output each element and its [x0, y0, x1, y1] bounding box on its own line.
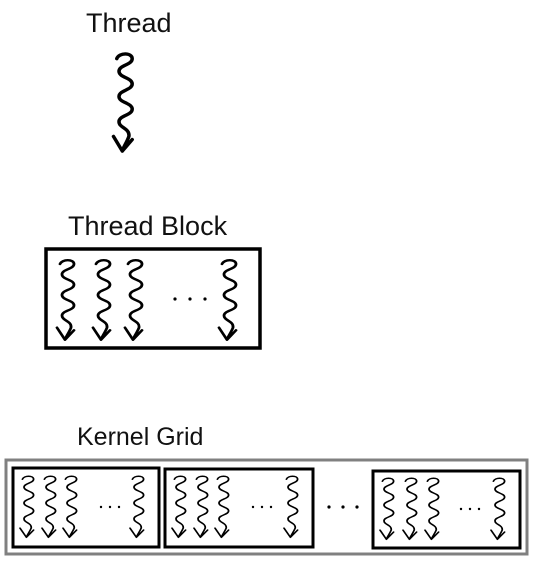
- ellipsis-icon: [99, 505, 121, 509]
- ellipsis-icon: [459, 507, 481, 511]
- grid-thread-block: [163, 467, 315, 549]
- thread-icon: [91, 258, 112, 342]
- grid-thread-block: [11, 466, 161, 549]
- thread-icon: [171, 475, 187, 539]
- ellipsis-icon: [251, 505, 273, 509]
- thread-icon: [41, 475, 57, 539]
- thread-icon: [129, 475, 145, 539]
- thread-icon: [193, 475, 209, 539]
- thread-icon: [123, 258, 144, 342]
- thread-block-title: Thread Block: [68, 211, 228, 241]
- thread-block-border: [44, 247, 262, 350]
- thread-title: Thread: [86, 8, 172, 38]
- thread-icon: [62, 475, 78, 539]
- kernel-grid: [4, 458, 529, 556]
- thread-icon: [402, 477, 418, 541]
- grid-thread-block: [371, 469, 522, 550]
- thread-icon: [283, 475, 299, 539]
- thread-icon: [217, 258, 238, 342]
- kernel-grid-title: Kernel Grid: [77, 423, 204, 451]
- ellipsis-icon: [173, 297, 207, 301]
- thread-icon: [490, 477, 506, 541]
- thread-icon: [19, 475, 35, 539]
- kernel-grid-border: [4, 458, 529, 556]
- thread-icon: [214, 475, 230, 539]
- thread-icon: [379, 477, 395, 541]
- thread-block: [44, 247, 262, 350]
- thread-icon: [424, 477, 440, 541]
- single-thread-icon: [111, 52, 134, 153]
- thread-icon: [55, 258, 76, 342]
- ellipsis-icon: [327, 505, 359, 509]
